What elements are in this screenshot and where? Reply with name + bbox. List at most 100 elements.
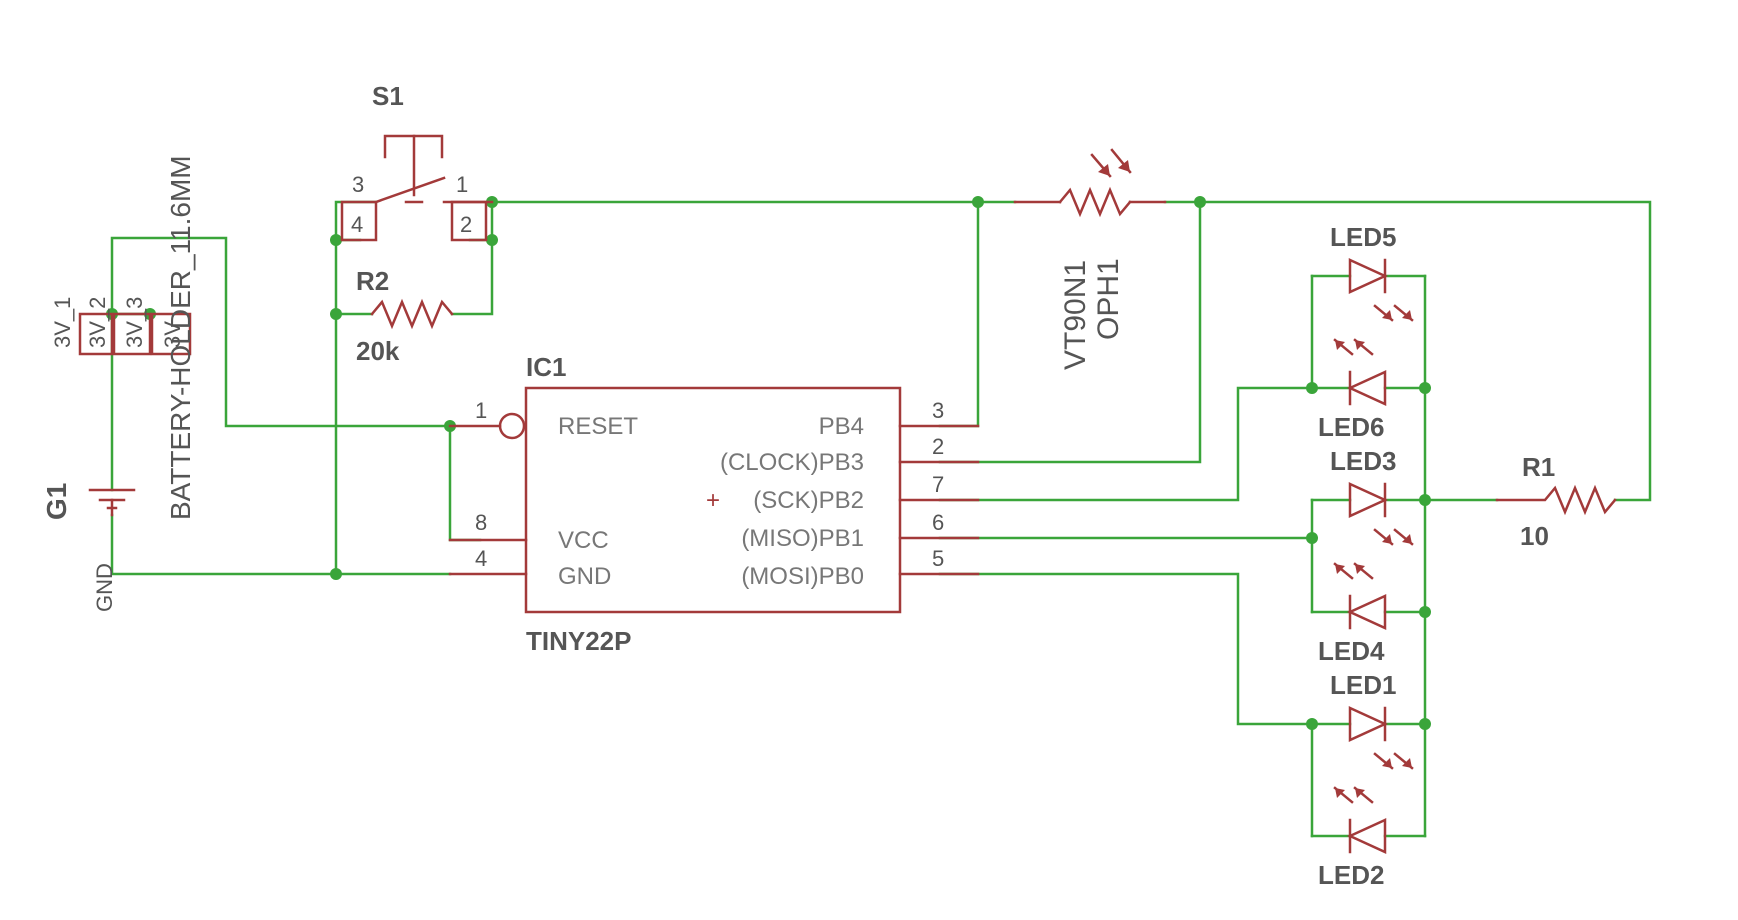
net-pb4 — [938, 200, 980, 428]
resistor-r2-label: R2 — [356, 266, 389, 296]
ic1-pin-num-6: 6 — [932, 510, 944, 535]
ic1-value: TINY22P — [526, 626, 632, 656]
ic1-pin-pb0: (MOSI)PB0 — [741, 563, 864, 590]
battery-pad-3v3-label: 3V_3 — [122, 297, 147, 348]
ic1-pin-pb2: (SCK)PB2 — [753, 487, 864, 514]
led6-emit-head-1 — [1335, 340, 1345, 350]
resistor-r2-zigzag — [370, 298, 454, 330]
switch-s1-pad-4 — [340, 200, 378, 242]
led3-triangle — [1348, 482, 1389, 518]
led1[interactable]: LED1 — [1330, 670, 1414, 770]
junction — [1306, 382, 1318, 394]
resistor-r2[interactable]: R2 20k — [356, 266, 454, 366]
nets — [110, 200, 1652, 838]
led3[interactable]: LED3 — [1330, 446, 1414, 546]
junction — [1306, 718, 1318, 730]
led2-emit-head-2 — [1355, 788, 1365, 798]
led5[interactable]: LED5 — [1330, 222, 1414, 322]
led4-triangle — [1346, 594, 1387, 630]
ldr-value: VT90N1 — [1059, 260, 1092, 370]
led2-emit-head-1 — [1335, 788, 1345, 798]
switch-pin-3: 3 — [352, 172, 364, 197]
junction — [1419, 494, 1431, 506]
switch-pin-2: 2 — [460, 212, 472, 237]
ic1-pin-num-8: 8 — [475, 510, 487, 535]
ldr-arrowhead-2 — [1118, 160, 1130, 172]
led2-label: LED2 — [1318, 860, 1384, 890]
resistor-r2-value: 20k — [356, 336, 400, 366]
ic1-pin-num-1: 1 — [475, 398, 487, 423]
resistor-r1-zigzag — [1495, 484, 1617, 516]
ic1-pin-pb1: (MISO)PB1 — [741, 525, 864, 552]
battery-g1-label: G1 — [41, 483, 72, 520]
ic1-pin-gnd: GND — [558, 563, 611, 590]
ic1-pin-num-2: 2 — [932, 434, 944, 459]
led5-emit-head-1 — [1382, 310, 1392, 320]
battery-pad-3v-label: 3V — [160, 321, 185, 348]
led5-label: LED5 — [1330, 222, 1396, 252]
net-3v-loop — [110, 236, 452, 428]
ic1-pin-num-7: 7 — [932, 472, 944, 497]
net-pb3 — [938, 200, 1202, 464]
switch-s1-pad-2 — [450, 200, 488, 242]
battery-g1[interactable]: 3V_1 3V_2 3V_3 3V BATTERY-HOLDER_11.6MM … — [41, 155, 196, 612]
ldr-arrowhead-1 — [1098, 164, 1110, 176]
junction — [1419, 718, 1431, 730]
led2[interactable]: LED2 — [1318, 786, 1387, 890]
switch-pin-4: 4 — [351, 212, 363, 237]
junction — [972, 196, 984, 208]
ldr-zigzag — [1058, 186, 1132, 218]
resistor-r1-value: 10 — [1520, 521, 1549, 551]
led1-emit-head-2 — [1402, 758, 1412, 768]
ic1-pin-pb3: (CLOCK)PB3 — [720, 449, 864, 476]
led4-emit-head-1 — [1335, 564, 1345, 574]
led3-emit-head-2 — [1402, 534, 1412, 544]
switch-s1-label: S1 — [372, 81, 404, 111]
ic1-pin-reset: RESET — [558, 413, 638, 440]
led1-label: LED1 — [1330, 670, 1396, 700]
led6[interactable]: LED6 — [1318, 338, 1387, 442]
junction — [486, 234, 498, 246]
ldr-name: OPH1 — [1092, 258, 1125, 340]
ic1-pin-vcc: VCC — [558, 527, 609, 554]
switch-s1-lever — [374, 176, 446, 204]
led4[interactable]: LED4 — [1318, 562, 1387, 666]
led6-label: LED6 — [1318, 412, 1384, 442]
led1-triangle — [1348, 706, 1389, 742]
led4-emit-head-2 — [1355, 564, 1365, 574]
battery-pad-3v2-label: 3V_2 — [85, 297, 110, 348]
led6-triangle — [1346, 370, 1387, 406]
resistor-r1-label: R1 — [1522, 452, 1555, 482]
battery-pad-extra — [150, 312, 192, 356]
battery-pad-3v3 — [112, 312, 152, 356]
switch-s1[interactable]: S1 3 1 4 2 — [340, 81, 494, 242]
ic1-pin-num-5: 5 — [932, 546, 944, 571]
junction — [1194, 196, 1206, 208]
ic1-pin-pb2-mark: + — [706, 487, 720, 514]
ic1-reset-inversion — [498, 412, 526, 440]
ic1-label: IC1 — [526, 352, 566, 382]
led3-label: LED3 — [1330, 446, 1396, 476]
led4-label: LED4 — [1318, 636, 1385, 666]
junction — [330, 308, 342, 320]
net-pb0 — [938, 572, 1314, 726]
net-ldr-to-r1 — [1163, 200, 1652, 502]
led1-emit-head-1 — [1382, 758, 1392, 768]
battery-gnd-label: GND — [92, 563, 117, 612]
ic1-pin-num-4: 4 — [475, 546, 487, 571]
led5-triangle — [1348, 258, 1389, 294]
ldr-oph1[interactable]: VT90N1 OPH1 — [1013, 148, 1167, 370]
ic1-tiny22p[interactable]: IC1 TINY22P 1 8 4 RESET VCC GND 3 2 7 6 … — [448, 352, 980, 656]
resistor-r1[interactable]: R1 10 — [1495, 452, 1617, 551]
junction — [1419, 382, 1431, 394]
ic1-pin-pb4: PB4 — [819, 413, 864, 440]
net-gnd — [110, 513, 452, 576]
junction — [330, 234, 342, 246]
battery-pad-3v1-label: 3V_1 — [50, 297, 75, 348]
junction — [1306, 532, 1318, 544]
battery-pad-3v2 — [78, 312, 114, 356]
ic1-pin-num-3: 3 — [932, 398, 944, 423]
switch-pin-1: 1 — [456, 172, 468, 197]
led5-emit-head-2 — [1402, 310, 1412, 320]
